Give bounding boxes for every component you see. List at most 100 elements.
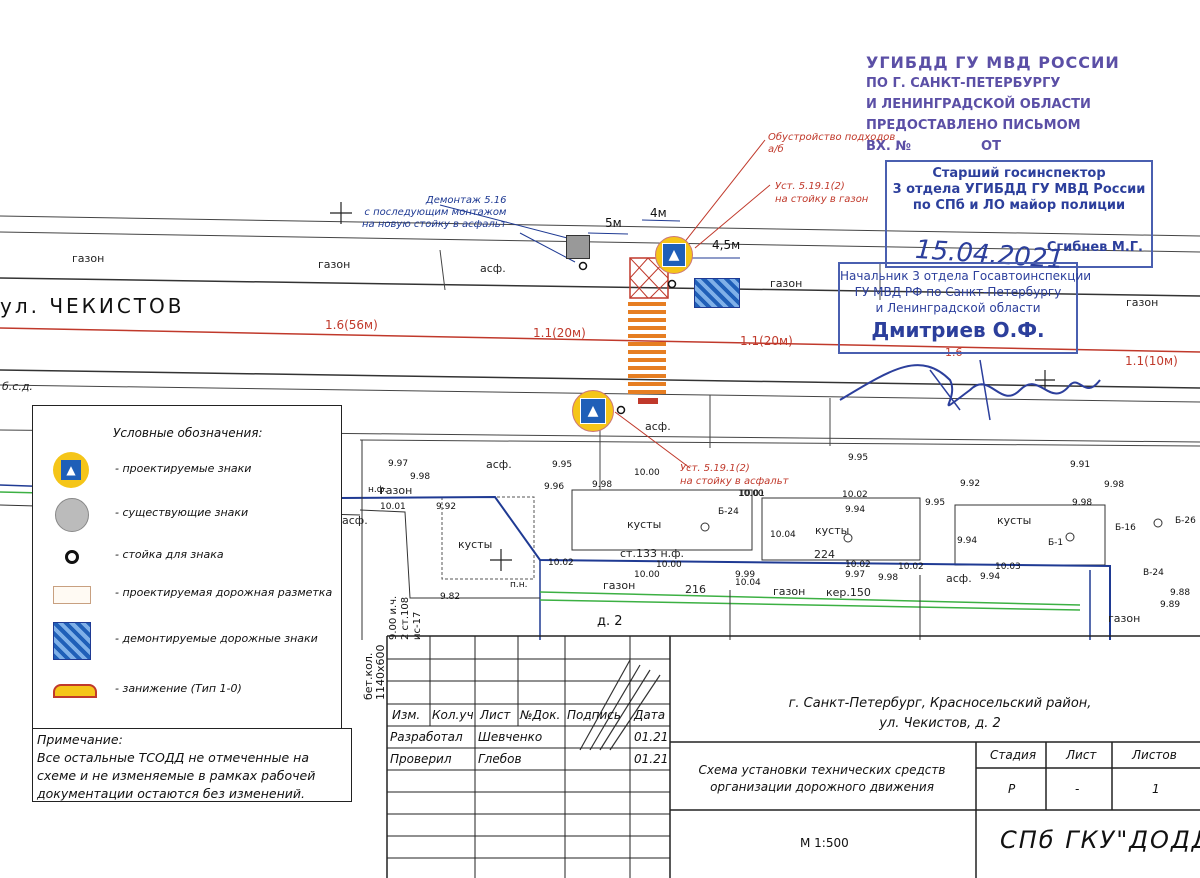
tb-header: Подпись [567,708,621,722]
spot-height: 9.98 [878,573,899,583]
legend-item: - стойка для знака [33,536,341,576]
spot-height: 9.95 [848,453,869,463]
building-label: Б-24 [718,507,739,517]
building-label: 224 [814,548,835,561]
spot-height: 9.97 [845,570,866,580]
spot-height: 9.88 [1170,588,1191,598]
spot-height: 9.94 [980,572,1001,582]
building-label: В-24 [1143,568,1164,578]
spot-height: 9.94 [957,536,978,546]
callout-install-bottom: Уст. 5.19.1(2) на стойку в асфальт [680,463,789,487]
tb-role: Разработал [390,730,463,744]
lawn-label: газон [773,585,806,598]
dismantled-sign-icon-map[interactable] [694,278,740,308]
spot-height: 9.92 [960,479,981,489]
spot-height: 9.97 [388,459,409,469]
marking-label: 1.1(20м) [740,334,793,348]
building-label: Б-16 [1115,523,1136,533]
lawn-label: газон [1126,296,1159,309]
tb-stage-value: - [1075,782,1080,796]
bush-label: кусты [627,518,662,531]
building-label: ст.133 н.ф. [620,547,685,560]
legend-item: - существующие знаки [33,494,341,534]
spot-height: 9.96 [544,482,565,492]
tb-org: СПб ГКУ"ДОДД" [1000,826,1200,854]
tb-header: Лист [480,708,511,722]
street-abbrev: б.с.д. [2,380,33,393]
note-box: Примечание: Все остальные ТСОДД не отмеч… [32,728,352,802]
spot-height: 10.01 [739,489,765,499]
marking-label: 1.1(10м) [1125,354,1178,368]
spot-height: 10.02 [548,558,574,568]
marking-label: 1.1(20м) [533,326,586,340]
spot-height: 10.02 [898,562,924,572]
callout-install-top: Уст. 5.19.1(2) на стойку в газон [775,181,869,205]
spot-height: 10.00 [656,560,682,570]
tb-date: 01.21 [634,730,669,744]
stamp-inspector: Старший госинспектор 3 отдела УГИБДД ГУ … [885,160,1153,268]
tb-scale: М 1:500 [800,836,849,850]
designed-sign-bottom-inner: ▲ [580,398,606,424]
existing-sign-icon [55,498,89,532]
stamp-chief: Начальник 3 отдела Госавтоинспекции ГУ М… [838,262,1091,354]
street-name: ул. ЧЕКИСТОВ [0,294,185,318]
spot-height: 9.98 [592,480,613,490]
spot-height: 9.94 [845,505,866,515]
asphalt-label: асф. [342,514,368,527]
tb-address: г. Санкт-Петербург, Красносельский район… [788,696,1092,731]
spot-height: 10.04 [770,530,796,540]
spot-height: 9.89 [1160,600,1181,610]
lawn-label: газон [72,252,105,265]
tb-header: Изм. [392,708,421,722]
road-marking-icon [53,586,91,604]
legend-item: - демонтируемые дорожные знаки [33,620,341,660]
callout-dismantle: Демонтаж 5.16 с последующим монтажом на … [362,195,507,230]
spot-height: 10.00 [738,489,764,499]
spot-height: 9.99 [735,570,756,580]
spot-height: 9.95 [552,460,573,470]
building-label: Б-1 [1048,538,1064,548]
spot-height: 9.82 [440,592,461,602]
callout-arrangement: Обустройство подходов а/б [768,132,896,155]
signature-title-block-icon [579,659,661,751]
designed-sign-top-inner: ▲ [662,243,686,267]
tb-stage-header: Стадия [990,748,1037,762]
spot-height: 10.02 [845,560,871,570]
tb-role: Проверил [390,752,452,766]
designed-sign-bottom-icon[interactable] [572,390,614,432]
tb-date: 01.21 [634,752,669,766]
lawn-label: газон [770,277,803,290]
existing-sign-dismantle [566,235,590,259]
tb-header: Кол.уч [432,708,474,722]
asphalt-label: асф. [486,458,512,471]
legend-item: ▲ - проектируемые знаки [33,450,341,490]
spot-height: 9.92 [436,502,457,512]
spot-height: 10.00 [634,468,660,478]
bush-label: кусты [997,514,1032,527]
tb-title: Схема установки технических средств орга… [698,763,946,794]
building-label: кер.150 [826,586,871,599]
spot-height: 10.03 [995,562,1021,572]
lawn-label: газон [380,484,413,497]
legend: Условные обозначения: ▲ - проектируемые … [32,405,342,732]
dimension-label: 4,5м [712,238,741,252]
legend-item: - занижение (Тип 1-0) [33,670,341,710]
tb-header: №Док. [520,708,561,722]
spot-height: 10.00 [634,570,660,580]
asphalt-label: асф. [946,572,972,585]
building-label: н.ф. [368,485,388,495]
building-label: Б-26 [1175,516,1196,526]
tb-stage-header: Листов [1132,748,1177,762]
spot-height: 9.91 [1070,460,1091,470]
tb-header: Дата [634,708,666,722]
tb-stage-value: 1 [1152,782,1160,796]
spot-height: 10.01 [380,502,406,512]
tb-name: Глебов [478,752,522,766]
tb-stage-header: Лист [1066,748,1097,762]
sign-post-icon [65,550,79,564]
building-label: п.н. [510,580,528,590]
bush-label: кусты [458,538,493,551]
speed-bump-icon [53,684,97,698]
building-label: 216 [685,583,706,596]
bush-label: кусты [815,524,850,537]
